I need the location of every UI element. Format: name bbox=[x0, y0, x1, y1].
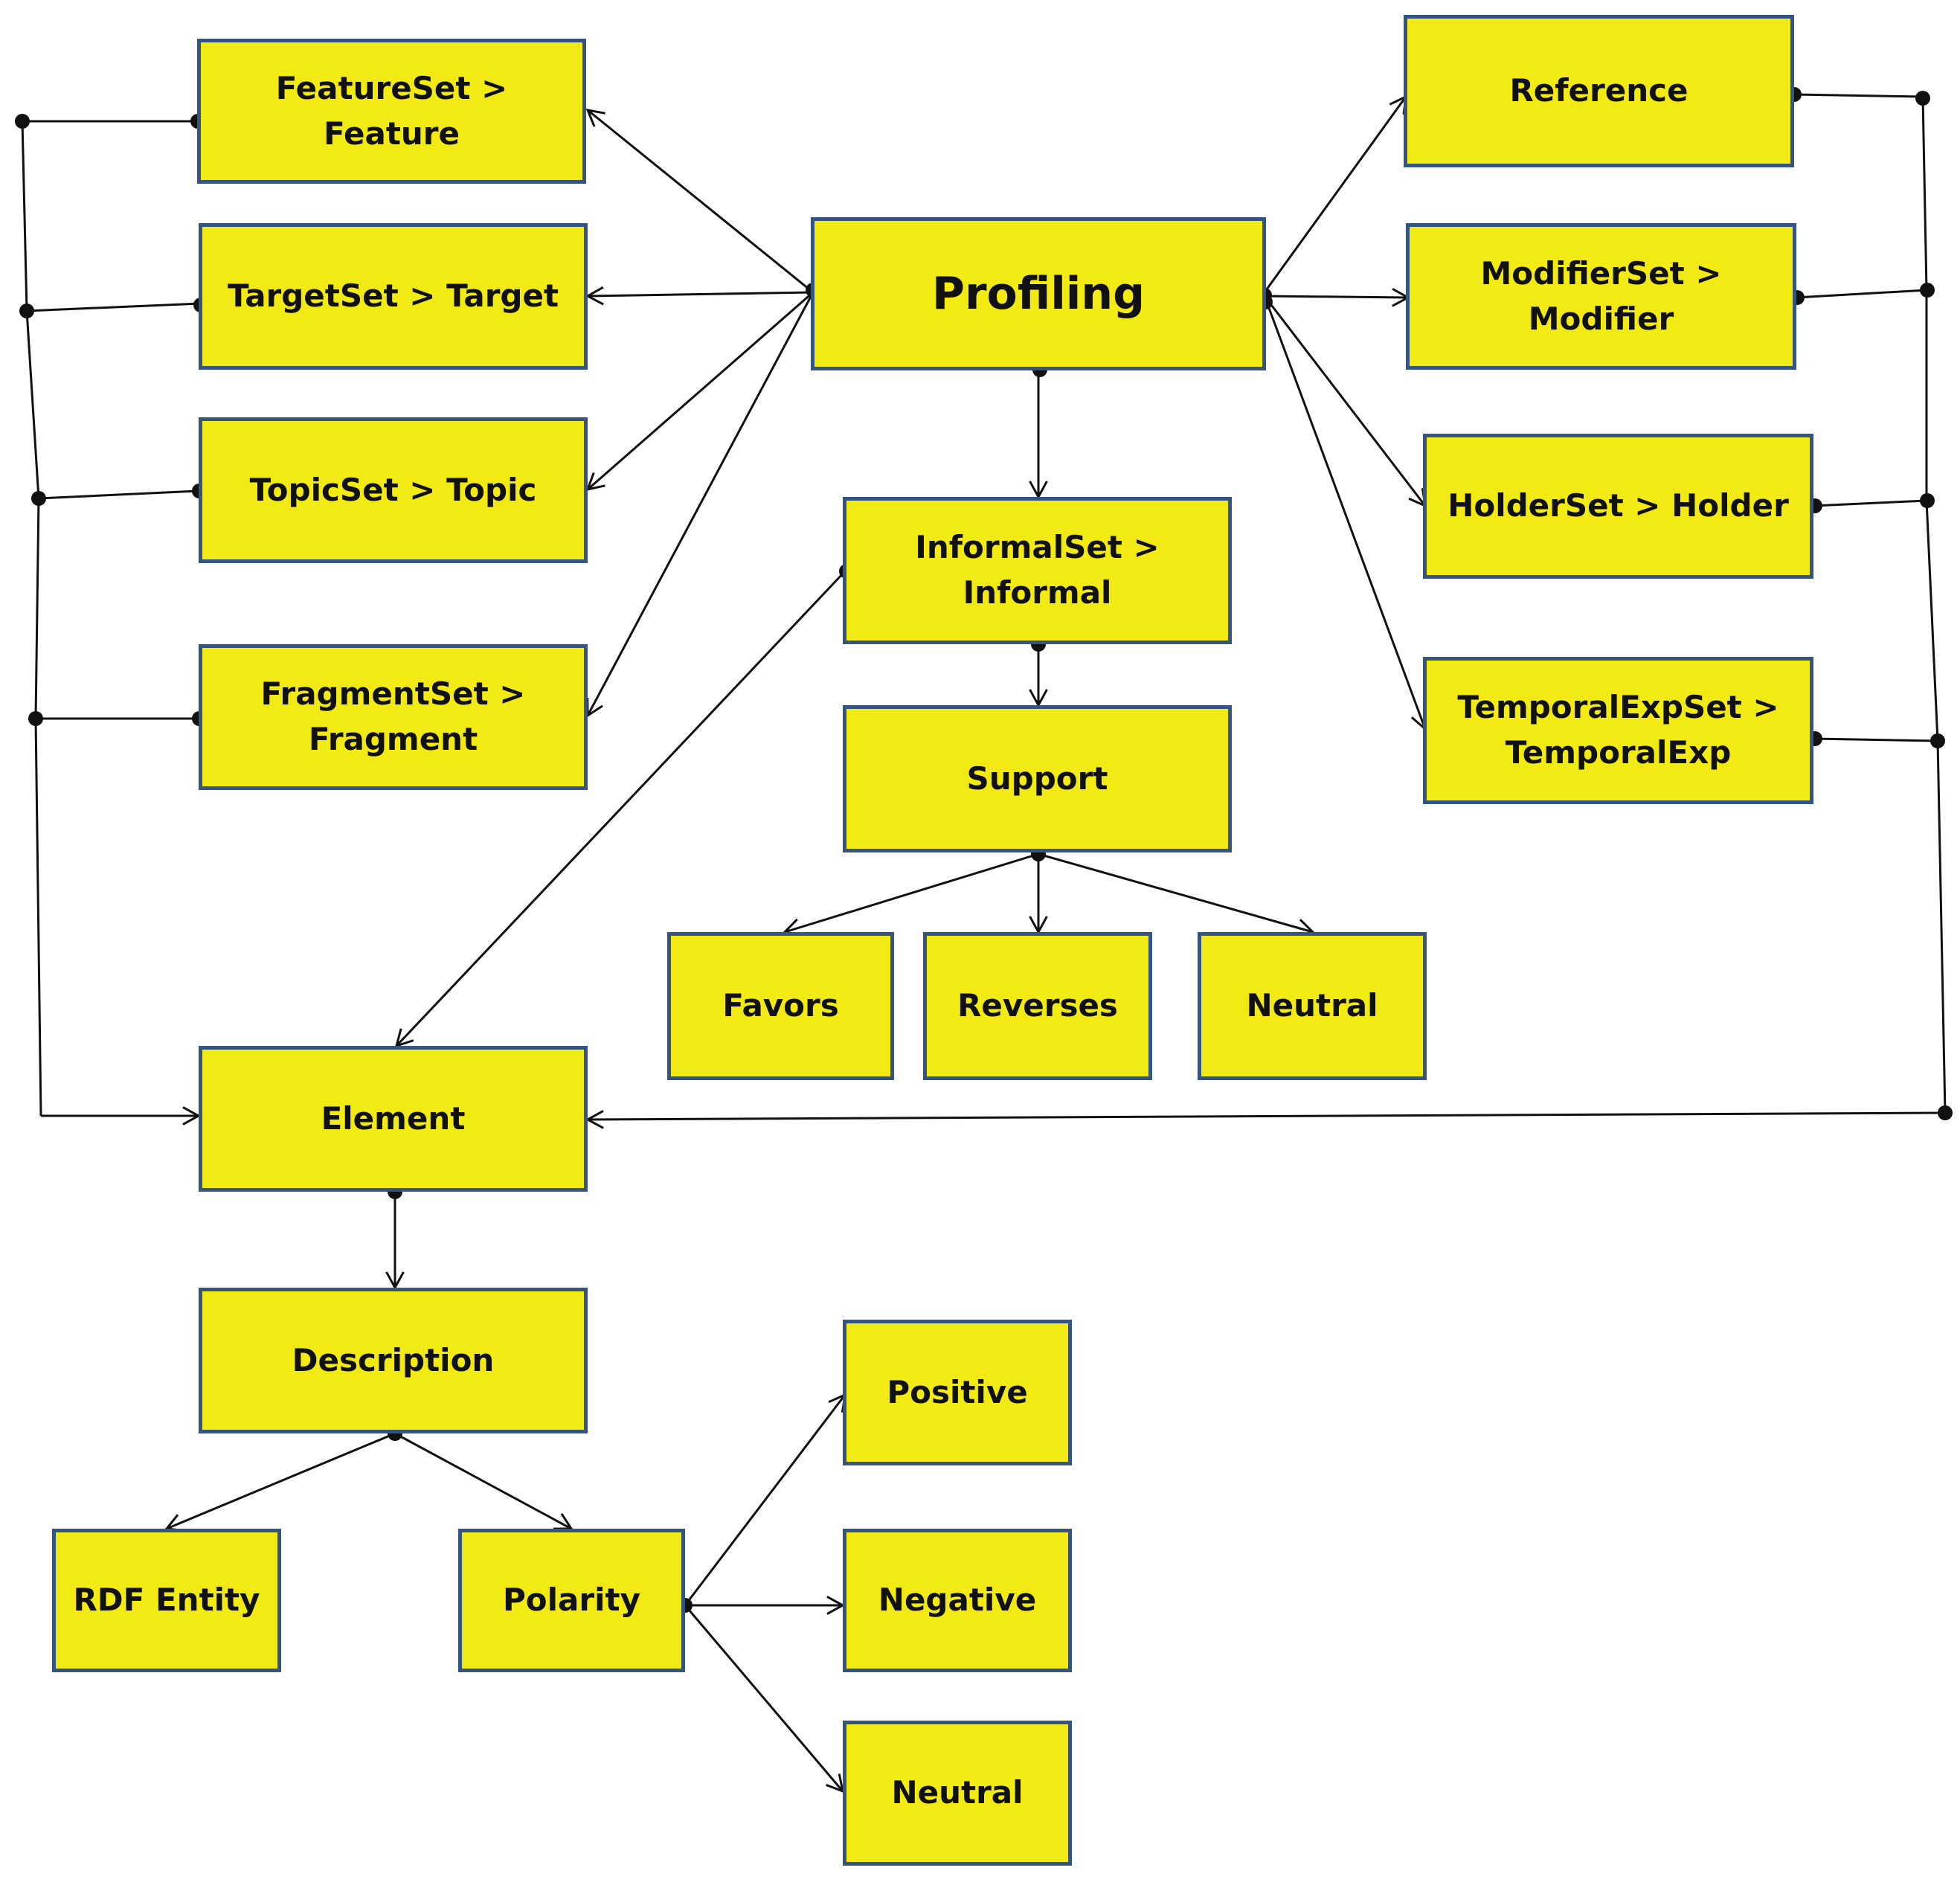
node-positive: Positive bbox=[843, 1320, 1072, 1465]
connector-line bbox=[1925, 500, 1939, 742]
node-profiling: Profiling bbox=[811, 217, 1266, 370]
node-topicset-topic: TopicSet > Topic bbox=[199, 417, 588, 563]
connector-line bbox=[21, 121, 28, 312]
connector-line bbox=[34, 718, 42, 1117]
connector-line bbox=[1264, 295, 1409, 299]
connector-line bbox=[1796, 289, 1927, 299]
connector-line bbox=[25, 310, 40, 499]
node-neutral-polarity: Neutral bbox=[843, 1721, 1072, 1866]
connector-line bbox=[1263, 295, 1427, 730]
node-favors: Favors bbox=[667, 932, 894, 1080]
connector-line bbox=[587, 291, 814, 491]
connector-line bbox=[684, 1605, 844, 1792]
connector-line bbox=[586, 292, 814, 716]
node-description: Description bbox=[199, 1288, 588, 1433]
node-negative: Negative bbox=[843, 1529, 1072, 1672]
connector-line bbox=[38, 489, 199, 500]
connector-line bbox=[34, 498, 40, 719]
connector-line bbox=[587, 1111, 1946, 1121]
connector-dot bbox=[15, 114, 30, 129]
arrowhead bbox=[585, 109, 605, 127]
arrowhead bbox=[585, 472, 605, 492]
node-polarity: Polarity bbox=[458, 1529, 685, 1672]
connector-dot bbox=[31, 491, 46, 506]
connector-line bbox=[1792, 93, 1924, 98]
connector-dot bbox=[1920, 493, 1935, 508]
node-reference: Reference bbox=[1404, 15, 1794, 167]
node-fragmentset-fragment: FragmentSet > Fragment bbox=[199, 644, 588, 790]
connector-dot bbox=[1915, 91, 1930, 106]
connector-line bbox=[784, 852, 1039, 934]
connector-line bbox=[1813, 737, 1938, 742]
connector-line bbox=[1263, 295, 1427, 507]
connector-line bbox=[587, 109, 814, 294]
connector-dot bbox=[28, 711, 43, 726]
connector-dot bbox=[1930, 733, 1945, 748]
connector-line bbox=[166, 1432, 396, 1530]
connector-line bbox=[1263, 96, 1407, 293]
node-temporalexpset-temporalexp: TemporalExpSet > TemporalExp bbox=[1423, 657, 1813, 804]
connector-dot bbox=[1920, 283, 1935, 298]
connector-line bbox=[684, 1394, 846, 1606]
arrowhead bbox=[585, 286, 604, 306]
node-holderset-holder: HolderSet > Holder bbox=[1423, 434, 1813, 579]
node-support: Support bbox=[843, 705, 1232, 852]
connector-line bbox=[395, 570, 846, 1047]
connector-line bbox=[1038, 852, 1314, 934]
connector-line bbox=[1813, 499, 1927, 507]
node-neutral-support: Neutral bbox=[1198, 932, 1427, 1080]
node-rdf-entity: RDF Entity bbox=[52, 1529, 281, 1672]
arrowhead bbox=[585, 1110, 604, 1129]
connector-dot bbox=[1938, 1105, 1953, 1120]
connector-line bbox=[394, 1432, 572, 1530]
node-element: Element bbox=[199, 1046, 588, 1192]
connector-dot bbox=[19, 304, 34, 318]
connector-line bbox=[1921, 96, 1928, 291]
node-modifierset-modifier: ModifierSet > Modifier bbox=[1406, 223, 1796, 370]
node-reverses: Reverses bbox=[923, 932, 1152, 1080]
connector-line bbox=[587, 291, 814, 298]
connector-line bbox=[1936, 740, 1947, 1114]
node-informalset-informal: InformalSet > Informal bbox=[843, 497, 1232, 644]
connector-line bbox=[26, 302, 201, 312]
node-featureset-feature: FeatureSet > Feature bbox=[197, 39, 586, 184]
node-targetset-target: TargetSet > Target bbox=[199, 223, 588, 370]
